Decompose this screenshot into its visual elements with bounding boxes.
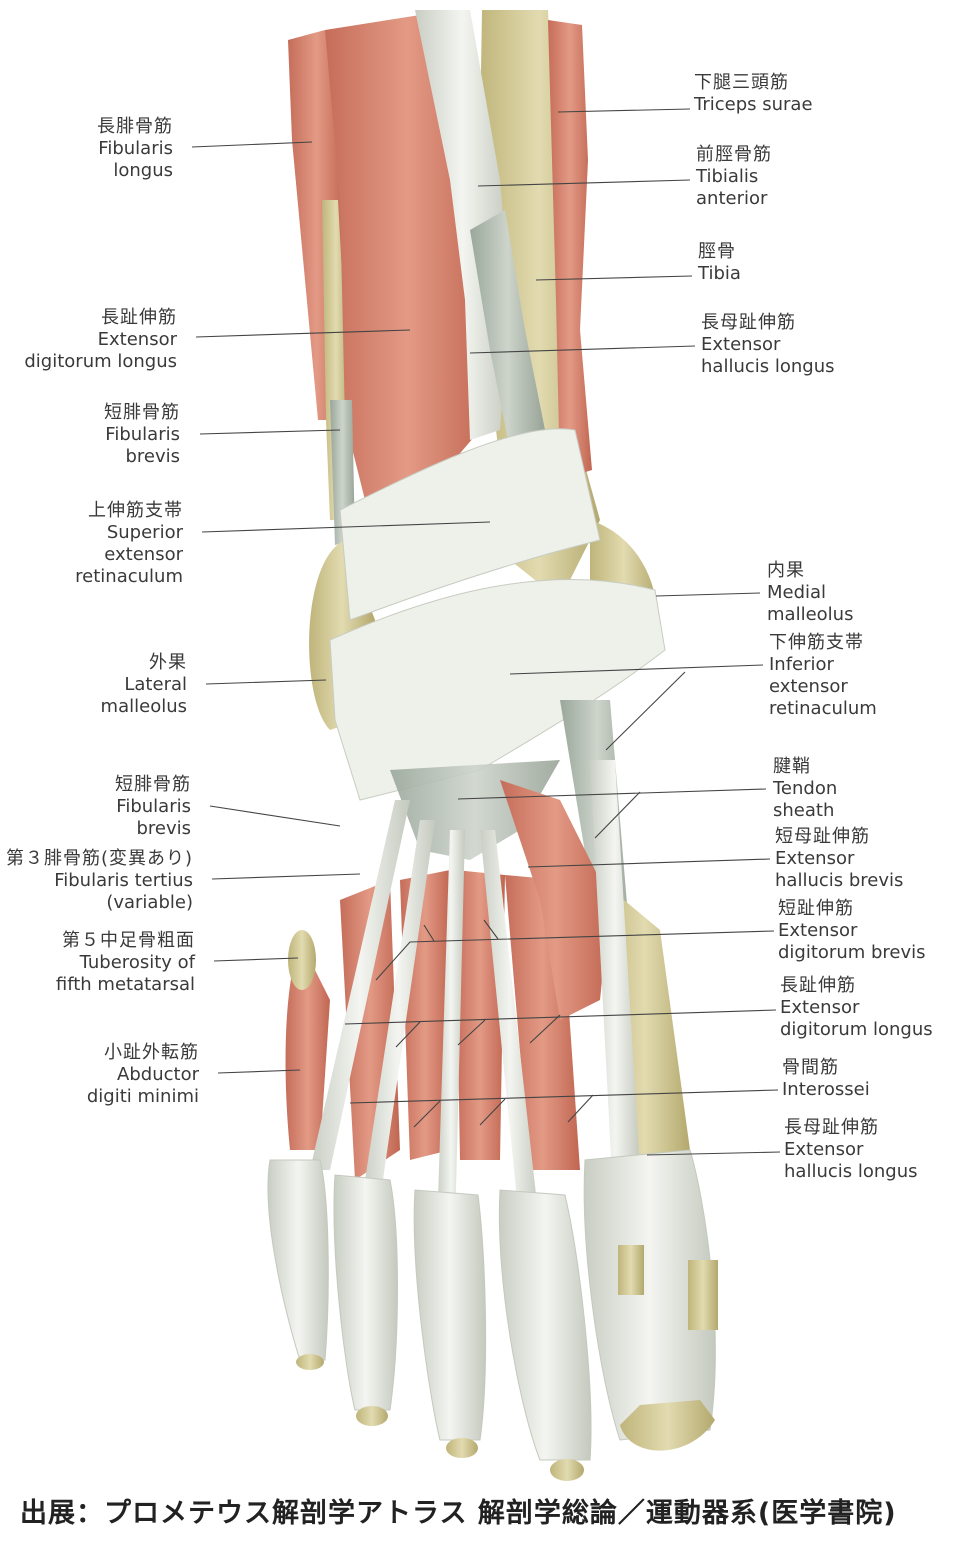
label-fibularis-tertius: 第３腓骨筋(変異あり) Fibularis tertius (variable) [5,848,193,913]
triceps-surae [548,20,592,480]
leader-lines [191,108,781,1156]
toe-2 [498,1189,592,1461]
label-inferior-extensor-retinaculum: 下伸筋支帯 Inferior extensor retinaculum [769,632,877,719]
label-extensor-digitorum-brevis: 短趾伸筋 Extensor digitorum brevis [778,898,926,963]
inferior-extensor-retinaculum [329,579,666,801]
toe-1 [583,1149,716,1441]
label-extensor-hallucis-longus-lower: 長母趾伸筋 Extensor hallucis longus [784,1117,918,1182]
superior-extensor-retinaculum [339,428,601,621]
extensor-hallucis-longus-muscle [470,210,545,450]
label-superior-extensor-retinaculum: 上伸筋支帯 Superior extensor retinaculum [75,500,183,587]
edl-tendon-5 [310,800,410,1170]
label-fibularis-brevis-lower: 短腓骨筋 Fibularis brevis [115,774,191,839]
label-extensor-hallucis-brevis: 短母趾伸筋 Extensor hallucis brevis [775,826,904,891]
tibialis-anterior-tendon [415,10,510,440]
toes [267,1149,718,1481]
label-medial-malleolus: 内果 Medial malleolus [767,560,854,625]
label-extensor-hallucis-longus-upper: 長母趾伸筋 Extensor hallucis longus [701,312,835,377]
label-tuberosity-fifth-metatarsal: 第５中足骨粗面 Tuberosity of fifth metatarsal [55,930,195,995]
label-interossei: 骨間筋 Interossei [782,1057,870,1100]
label-tendon-sheath: 腱鞘 Tendon sheath [773,756,838,821]
label-tibia: 脛骨 Tibia [698,241,741,284]
toe-5 [267,1159,329,1361]
edl-tendon-3 [437,830,465,1230]
label-fibularis-longus: 長腓骨筋 Fibularis longus [97,116,173,181]
foot [285,760,690,1230]
abductor-digiti-minimi [285,940,330,1150]
toe-3 [413,1189,487,1441]
label-fibularis-brevis-upper: 短腓骨筋 Fibularis brevis [104,402,180,467]
label-tibialis-anterior: 前脛骨筋 Tibialis anterior [696,144,772,209]
label-lateral-malleolus: 外果 Lateral malleolus [100,652,187,717]
label-extensor-digitorum-longus-lower: 長趾伸筋 Extensor digitorum longus [780,975,933,1040]
edl-tendon-2 [480,830,540,1230]
edl-tendon-4 [362,820,435,1200]
label-abductor-digiti-minimi: 小趾外転筋 Abductor digiti minimi [86,1042,199,1107]
extensor-hallucis-brevis [500,780,610,1020]
toe-4 [333,1174,398,1411]
hallux-nail-bone [620,1400,715,1451]
label-extensor-digitorum-longus: 長趾伸筋 Extensor digitorum longus [24,307,177,372]
ehl-tendon [590,760,640,1175]
source-caption: 出展：プロメテウス解剖学アトラス 解剖学総論／運動器系(医学書院) [20,1498,897,1529]
label-triceps-surae: 下腿三頭筋 Triceps surae [694,72,813,115]
fifth-metatarsal-tuberosity [288,930,316,990]
